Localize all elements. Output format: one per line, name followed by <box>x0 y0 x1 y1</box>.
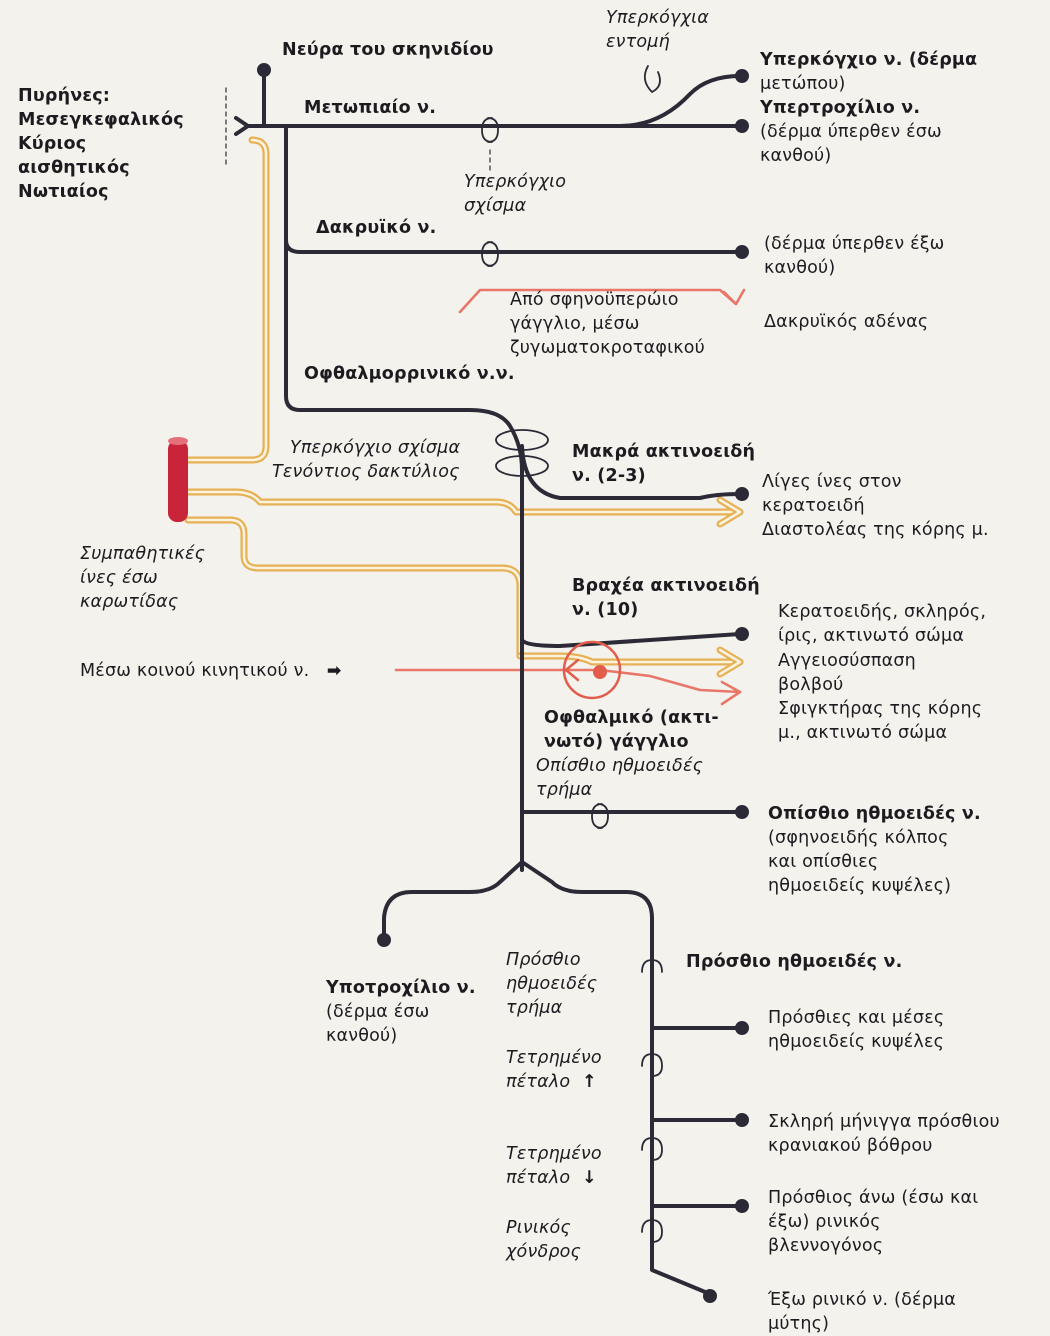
oculomotor-label: Μέσω κοινού κινητικού ν. ➡ <box>80 661 342 681</box>
frontal-nerve-label: Μετωπιαίο ν. <box>304 98 437 118</box>
terminal-dots <box>257 63 749 1303</box>
nerve-trunk <box>234 70 742 1296</box>
ciliary-ganglion <box>562 640 622 700</box>
arrow-down-icon: ↓ <box>581 1168 597 1188</box>
carotid-artery <box>168 437 188 522</box>
ciliary-ganglion-label: Οφθαλμικό (ακτι-νωτό) γάγγλιο <box>544 708 719 752</box>
guide-lines <box>225 87 491 173</box>
dilator-label: Διαστολέας της κόρης μ. <box>762 520 989 540</box>
tentorial-nerves-label: Νεύρα του σκηνιδίου <box>282 40 494 60</box>
lacrimal-nerve-label: Δακρυϊκό ν. <box>316 218 437 238</box>
lacrimal-gland-label: Δακρυϊκός αδένας <box>764 312 929 332</box>
foramen-marks <box>481 65 663 1243</box>
sympathetic-fibres <box>184 136 744 678</box>
nasociliary-label: Οφθαλμορρινικό ν.ν. <box>304 364 515 384</box>
parasympathetic-fibres <box>394 288 746 706</box>
arrow-right-icon: ➡ <box>326 661 342 681</box>
cornea-sclera-label: Κερατοειδής, σκληρός,ίρις, ακτινωτό σώμα <box>778 602 987 646</box>
supraorbital-fissure-2-label: Υπερκόγχιο σχίσμα <box>290 438 461 458</box>
arrow-up-icon: ↑ <box>581 1072 597 1092</box>
tendinous-ring-label: Τενόντιος δακτύλιος <box>272 462 460 482</box>
anterior-ethmoid-nerve-label: Πρόσθιο ηθμοειδές ν. <box>686 952 903 972</box>
